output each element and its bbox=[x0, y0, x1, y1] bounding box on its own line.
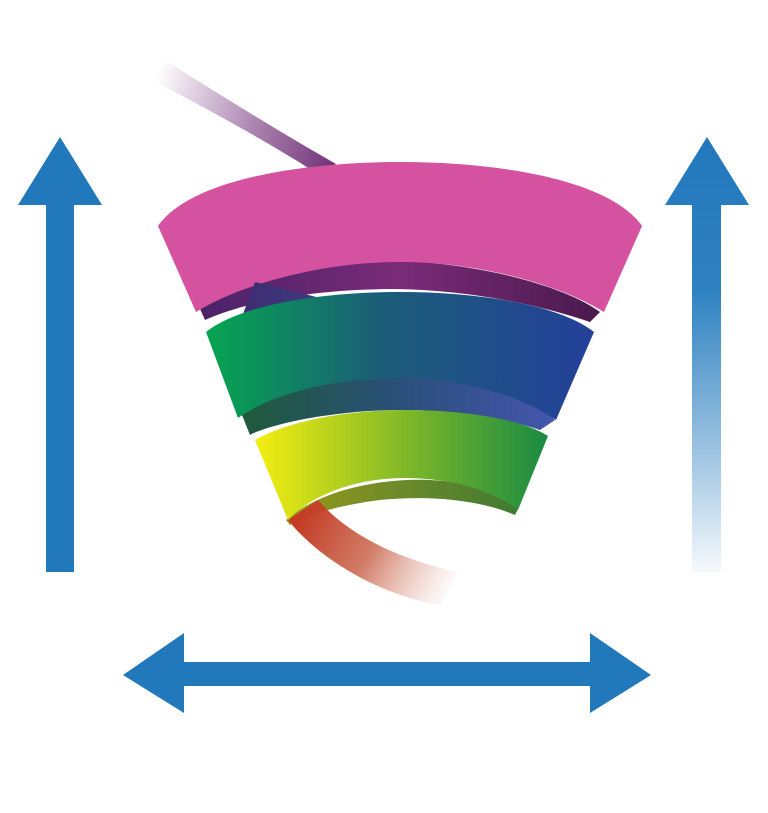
spiral-top-underside bbox=[196, 260, 600, 322]
arrow-left-right-icon bbox=[123, 633, 651, 713]
spiral-band-middle bbox=[206, 292, 594, 420]
spiral-band-bottom bbox=[255, 410, 548, 520]
arrow-up-fading-icon bbox=[665, 137, 749, 572]
spiral-funnel bbox=[148, 62, 642, 605]
spiral-band-top bbox=[158, 162, 642, 312]
spiral-tail-top bbox=[148, 62, 336, 174]
spiral-bottom-inner bbox=[286, 479, 520, 525]
spiral-middle-inner bbox=[238, 374, 555, 435]
arrow-up-icon bbox=[18, 137, 102, 572]
spiral-tail-bottom bbox=[288, 500, 458, 605]
